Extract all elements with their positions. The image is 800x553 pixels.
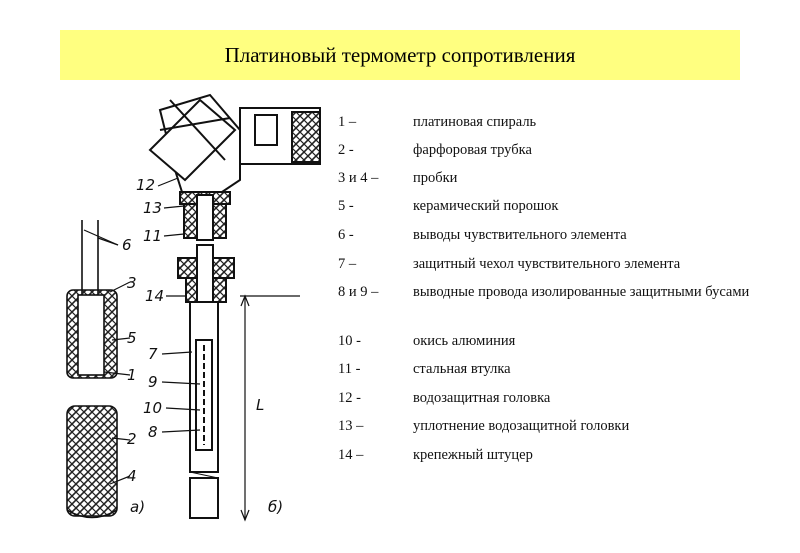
callout-11: 11 xyxy=(143,227,162,245)
callout-2: 2 xyxy=(127,430,137,448)
legend-description: стальная втулка xyxy=(413,361,511,377)
legend-description: керамический порошок xyxy=(413,198,559,214)
legend-description: водозащитная головка xyxy=(413,390,551,406)
legend-number: 12 - xyxy=(338,390,361,406)
callout-5: 5 xyxy=(127,329,137,347)
leader-lines xyxy=(83,177,201,485)
callout-7: 7 xyxy=(148,345,158,363)
legend-description: окись алюминия xyxy=(413,333,516,349)
callout-6: 6 xyxy=(122,236,132,254)
legend-number: 2 - xyxy=(338,142,354,158)
page-title: Платиновый термометр сопротивления xyxy=(224,42,576,67)
legend-number: 8 и 9 – xyxy=(338,284,379,300)
legend-number: 10 - xyxy=(338,333,361,349)
legend-number: 1 – xyxy=(338,114,357,130)
title-banner: Платиновый термометр сопротивления xyxy=(60,30,740,80)
legend-number: 14 – xyxy=(338,447,364,463)
callout-4: 4 xyxy=(127,467,137,485)
thermometer-assembly-drawing xyxy=(148,93,321,522)
callout-9: 9 xyxy=(148,373,158,391)
callout-8: 8 xyxy=(148,423,158,441)
callout-10: 10 xyxy=(143,399,162,417)
legend-number: 7 – xyxy=(338,256,357,272)
legend-description: пробки xyxy=(413,170,458,186)
legend-number: 3 и 4 – xyxy=(338,170,379,186)
legend-number: 11 - xyxy=(338,361,361,377)
legend-description: выводы чувствительного элемента xyxy=(413,227,627,243)
legend-description: крепежный штуцер xyxy=(413,447,533,463)
legend-description: защитный чехол чувствительного элемента xyxy=(413,256,681,272)
figure-label-a: а) xyxy=(130,498,145,516)
legend-description: уплотнение водозащитной головки xyxy=(413,418,630,434)
legend-description: платиновая спираль xyxy=(413,114,537,130)
callout-14: 14 xyxy=(145,287,164,305)
callout-1: 1 xyxy=(127,366,137,384)
dimension-label-L: L xyxy=(256,396,264,414)
callout-12: 12 xyxy=(136,176,155,194)
callout-13: 13 xyxy=(143,199,162,217)
legend-description: фарфоровая трубка xyxy=(413,142,532,158)
figure-label-b: б) xyxy=(268,498,283,516)
legend-number: 13 – xyxy=(338,418,364,434)
sensing-element-drawing xyxy=(66,220,118,519)
legend-number: 5 - xyxy=(338,198,354,214)
legend-description: выводные провода изолированные защитными… xyxy=(413,284,750,300)
callout-3: 3 xyxy=(127,274,137,292)
legend-number: 6 - xyxy=(338,227,354,243)
